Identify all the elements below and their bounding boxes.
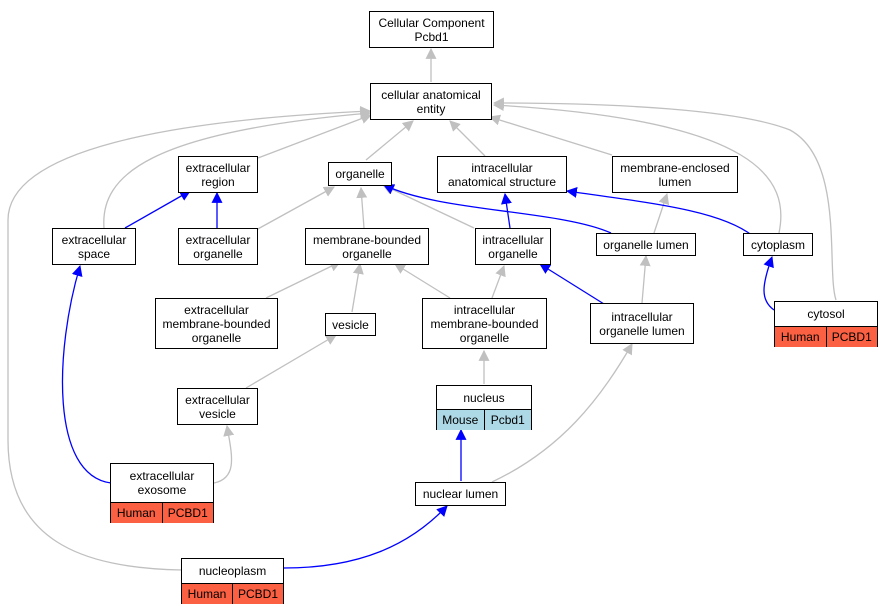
edge-exo-ecs <box>61 264 112 484</box>
edge-ecr-cae <box>257 113 373 159</box>
node-label: nucleoplasm <box>198 564 267 578</box>
node-extracellular-membrane-bounded-organelle[interactable]: extracellular membrane-bounded organelle <box>155 298 278 349</box>
edge-orl-mel <box>653 192 670 234</box>
gene-cell: PCBD1 <box>161 503 214 523</box>
node-label: cytosol <box>807 307 845 321</box>
node-label: extracellular membrane-bounded organelle <box>162 302 271 345</box>
edge-imbo-mbo <box>394 263 451 299</box>
species-cell: Human <box>780 330 820 344</box>
node-cytoplasm[interactable]: cytoplasm <box>743 233 813 256</box>
node-organelle[interactable]: organelle <box>328 162 392 186</box>
node-label: extracellular space <box>61 232 127 261</box>
annotation-row: Human PCBD1 <box>182 583 283 604</box>
edge-nup-cae <box>7 105 372 571</box>
node-label: vesicle <box>332 317 369 332</box>
node-label: intracellular organelle <box>482 232 544 261</box>
edge-cyt-cyp <box>763 255 775 311</box>
annotation-row: Human PCBD1 <box>111 502 213 523</box>
node-extracellular-space[interactable]: extracellular space <box>52 228 136 265</box>
edge-orl-org <box>383 184 612 234</box>
node-label: intracellular membrane-bounded organelle <box>430 302 539 345</box>
node-cellular-anatomical-entity[interactable]: cellular anatomical entity <box>370 83 492 120</box>
node-cellular-component[interactable]: Cellular Component Pcbd1 <box>369 11 494 48</box>
edge-exv-ves <box>245 334 337 389</box>
node-label: cytoplasm <box>750 237 806 252</box>
node-label: organelle lumen <box>603 237 689 252</box>
node-label: extracellular region <box>185 160 251 189</box>
edge-nul-iol <box>491 343 633 483</box>
annotation-row: Human PCBD1 <box>775 326 877 347</box>
edge-cyt-cae <box>492 97 837 301</box>
node-nuclear-lumen[interactable]: nuclear lumen <box>415 482 506 506</box>
node-label: intracellular anatomical structure <box>447 160 557 189</box>
node-nucleoplasm[interactable]: nucleoplasm Human PCBD1 <box>181 558 284 604</box>
edge-ico-org <box>382 184 475 229</box>
edge-iol-orl <box>639 254 651 304</box>
node-vesicle[interactable]: vesicle <box>325 313 376 336</box>
node-extracellular-vesicle[interactable]: extracellular vesicle <box>177 388 258 425</box>
node-intracellular-organelle[interactable]: intracellular organelle <box>475 228 551 265</box>
node-label: nucleus <box>463 390 505 405</box>
node-cytosol[interactable]: cytosol Human PCBD1 <box>774 301 878 347</box>
gene-cell: Pcbd1 <box>483 410 532 430</box>
node-organelle-lumen[interactable]: organelle lumen <box>596 233 696 256</box>
edge-ves-mbo <box>351 262 364 313</box>
node-label: membrane-enclosed lumen <box>620 160 730 189</box>
node-label: Cellular Component Pcbd1 <box>378 15 485 44</box>
gene-cell: PCBD1 <box>232 584 283 604</box>
node-intracellular-membrane-bounded-organelle[interactable]: intracellular membrane-bounded organelle <box>422 298 547 349</box>
edge-ias-cae <box>449 120 486 157</box>
node-label: nuclear lumen <box>422 487 499 501</box>
node-label: organelle <box>335 167 385 181</box>
edge-nup-nul <box>283 505 448 569</box>
node-extracellular-organelle[interactable]: extracellular organelle <box>178 228 258 265</box>
node-extracellular-exosome[interactable]: extracellular exosome Human PCBD1 <box>110 463 214 523</box>
node-label: membrane-bounded organelle <box>312 232 422 261</box>
edge-exo-exv <box>213 424 235 484</box>
species-cell: Human <box>116 506 156 520</box>
edge-mbo-org <box>356 186 368 229</box>
edge-org-cae <box>365 120 414 161</box>
node-membrane-bounded-organelle[interactable]: membrane-bounded organelle <box>305 228 429 265</box>
species-cell: Human <box>187 587 227 601</box>
edge-embo-eco <box>265 261 341 299</box>
edge-cyp-cae <box>492 100 782 234</box>
edge-imbo-ico <box>491 264 506 299</box>
node-intracellular-organelle-lumen[interactable]: intracellular organelle lumen <box>590 303 694 344</box>
node-label: intracellular organelle lumen <box>599 309 685 338</box>
node-nucleus[interactable]: nucleus Mouse Pcbd1 <box>436 385 532 430</box>
species-cell: Mouse <box>442 413 479 427</box>
node-label: extracellular organelle <box>185 232 251 261</box>
node-membrane-enclosed-lumen[interactable]: membrane-enclosed lumen <box>612 156 738 193</box>
annotation-row: Mouse Pcbd1 <box>437 409 531 430</box>
edge-mel-cae <box>488 114 613 156</box>
node-intracellular-anatomical-structure[interactable]: intracellular anatomical structure <box>437 156 567 193</box>
edge-ecs-ecr <box>124 190 191 229</box>
gene-cell: PCBD1 <box>825 327 878 347</box>
node-extracellular-region[interactable]: extracellular region <box>178 156 258 193</box>
edge-cyp-ias <box>565 186 754 237</box>
node-label: extracellular vesicle <box>185 392 250 421</box>
node-label: cellular anatomical entity <box>381 87 481 116</box>
edge-iol-ico <box>539 263 613 310</box>
edge-ecs-cae <box>103 108 372 229</box>
node-label: extracellular exosome <box>129 469 195 497</box>
edge-eco-org <box>255 186 335 231</box>
